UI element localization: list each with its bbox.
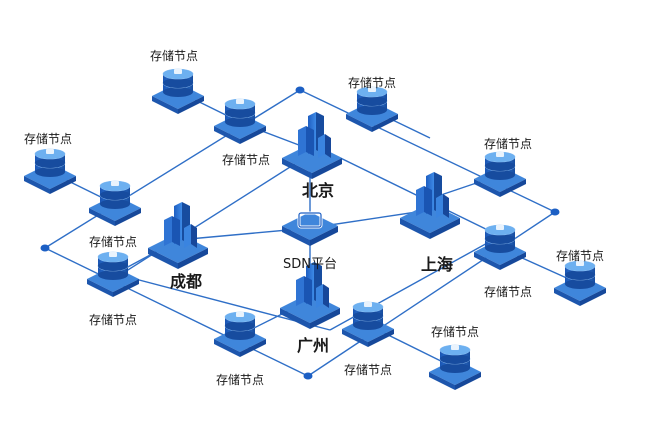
storage-node [429, 344, 481, 390]
storage-node [89, 180, 141, 226]
storage-disk-icon [99, 180, 131, 209]
storage-node-label: 存储节点 [348, 75, 396, 90]
storage-nodes [24, 68, 606, 390]
storage-node-label: 存储节点 [344, 362, 392, 377]
city-nodes [148, 112, 460, 329]
storage-node-label: 存储节点 [150, 48, 198, 63]
storage-node-label: 存储节点 [431, 324, 479, 339]
city-label-shanghai: 上海 [421, 255, 453, 274]
city-guangzhou [280, 262, 340, 329]
storage-disk-icon [162, 68, 194, 97]
city-tower-icon [416, 172, 449, 218]
city-label-chengdu: 成都 [170, 272, 202, 291]
storage-node [214, 98, 266, 144]
storage-node [152, 68, 204, 114]
storage-node [342, 301, 394, 347]
storage-node-label: 存储节点 [24, 131, 72, 146]
city-tower-icon [296, 262, 329, 308]
city-tower-icon [298, 112, 331, 158]
storage-node-label: 存储节点 [222, 152, 270, 167]
storage-disk-icon [484, 224, 516, 253]
storage-disk-icon [564, 260, 596, 289]
storage-disk-icon [97, 251, 129, 280]
junction-dot [40, 244, 50, 252]
junction-dot [303, 372, 313, 380]
storage-node-label: 存储节点 [89, 234, 137, 249]
storage-disk-icon [224, 311, 256, 340]
storage-disk-icon [34, 148, 66, 177]
storage-disk-icon [224, 98, 256, 127]
storage-node [474, 151, 526, 197]
storage-node [474, 224, 526, 270]
sdn-platform-label: SDN平台 [283, 257, 337, 272]
storage-node [24, 148, 76, 194]
storage-disk-icon [356, 86, 388, 115]
sdn-icon [297, 211, 323, 229]
city-shanghai [400, 172, 460, 239]
junction-dot [550, 208, 560, 216]
storage-node-label: 存储节点 [89, 312, 137, 327]
storage-disk-icon [352, 301, 384, 330]
city-label-beijing: 北京 [302, 181, 334, 200]
junction-dot [295, 86, 305, 94]
city-tower-icon [164, 202, 197, 248]
storage-node-label: 存储节点 [484, 136, 532, 151]
storage-node [346, 86, 398, 132]
storage-node-label: 存储节点 [484, 284, 532, 299]
city-beijing [282, 112, 342, 179]
storage-disk-icon [439, 344, 471, 373]
storage-node [87, 251, 139, 297]
storage-disk-icon [484, 151, 516, 180]
storage-node-label: 存储节点 [556, 248, 604, 263]
city-chengdu [148, 202, 208, 269]
sdn-platform [282, 211, 338, 246]
storage-node-label: 存储节点 [216, 372, 264, 387]
junction-dots [40, 86, 560, 380]
storage-node [214, 311, 266, 357]
city-label-guangzhou: 广州 [297, 336, 329, 355]
storage-node [554, 260, 606, 306]
